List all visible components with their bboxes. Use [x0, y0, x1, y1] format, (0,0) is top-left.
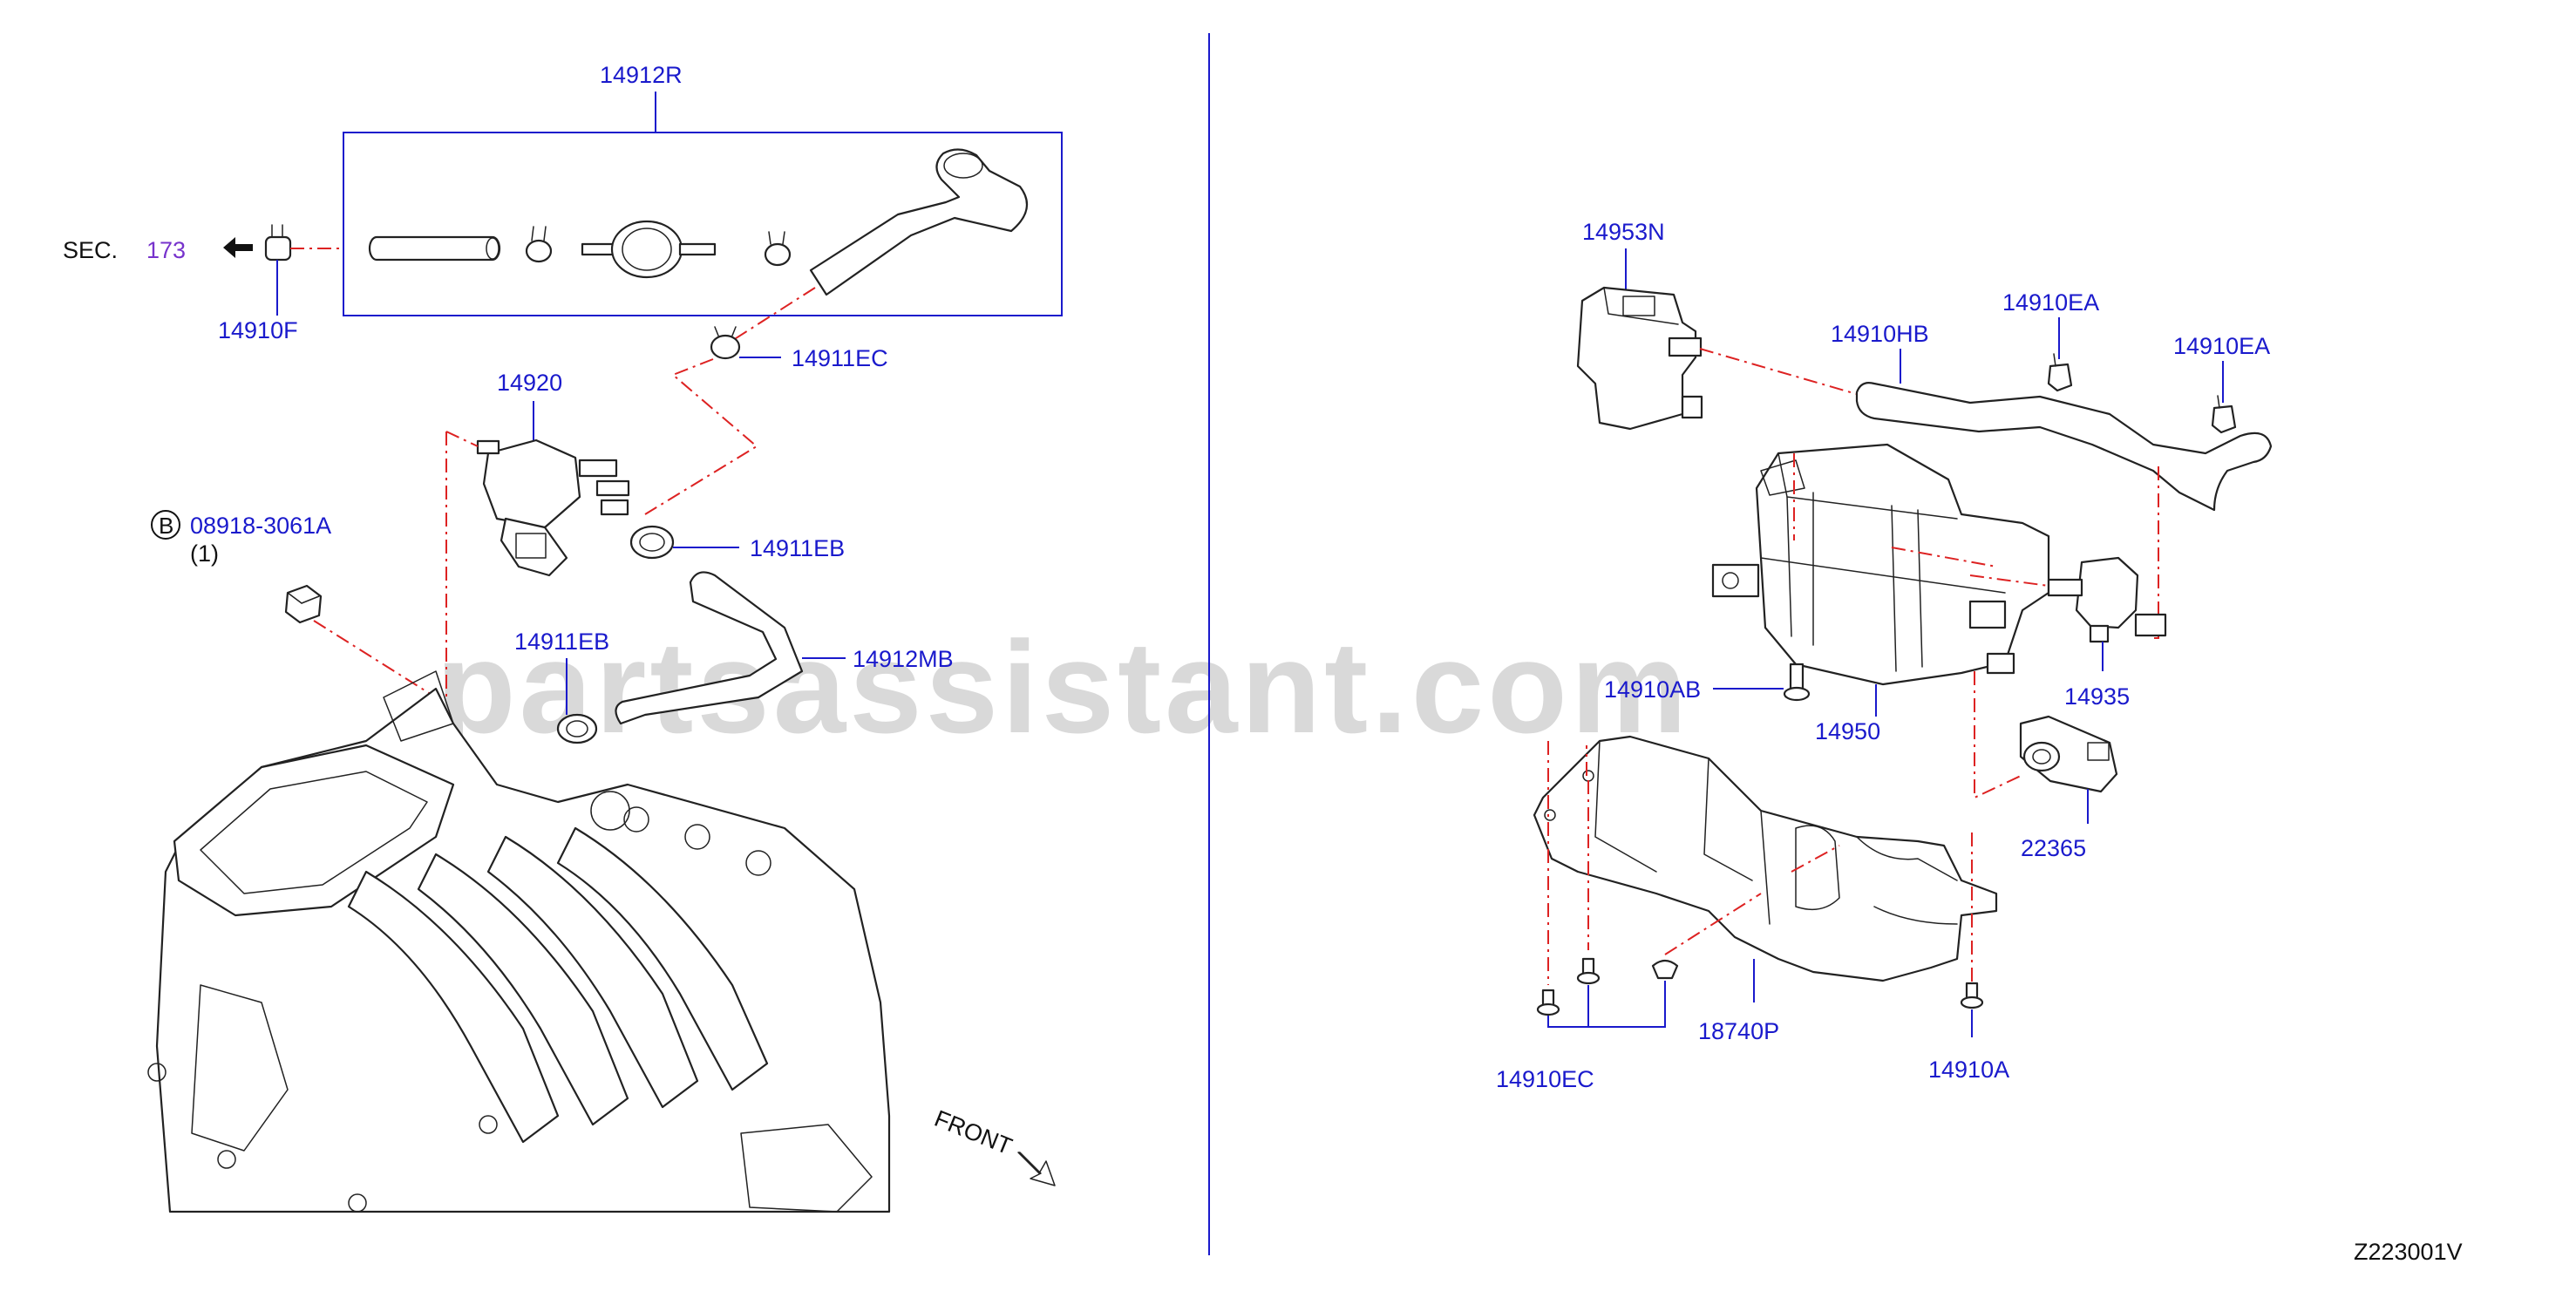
valve-14935 — [2047, 556, 2167, 643]
label-14912R[interactable]: 14912R — [600, 62, 683, 88]
fuel-filter — [581, 220, 717, 279]
filter-14953N — [1576, 286, 1703, 431]
hose-14910HB — [1855, 382, 2273, 512]
front-label: FRONT — [931, 1105, 1016, 1160]
leader-14910EC-bracket — [1547, 981, 1666, 1028]
clamp-14911EB-lower — [556, 713, 598, 744]
dash-18740P-clip — [1664, 893, 1762, 955]
label-14950[interactable]: 14950 — [1815, 718, 1880, 744]
label-14910EC[interactable]: 14910EC — [1496, 1066, 1594, 1092]
watermark: partsassistant.com — [436, 614, 1690, 760]
bolt-14910EC-b — [1576, 957, 1601, 985]
nut-08918-3061A — [284, 584, 323, 624]
clamp-14911EC — [710, 326, 741, 360]
dash-14953N — [1699, 348, 1866, 398]
label-14910EA-right[interactable]: 14910EA — [2173, 333, 2270, 359]
label-14911EB-lower[interactable]: 14911EB — [514, 629, 609, 655]
bolt-14910EC-a — [1536, 989, 1560, 1016]
dash-14935 — [1969, 574, 2049, 587]
section-arrow-icon — [223, 237, 253, 258]
bolt-quantity: (1) — [190, 540, 219, 567]
label-08918-3061A[interactable]: 08918-3061A — [190, 513, 331, 539]
clamp-14911EB-upper — [629, 525, 675, 560]
dash-14950-mid — [1891, 547, 1997, 567]
label-14911EC[interactable]: 14911EC — [792, 345, 888, 371]
bolt-symbol: B — [159, 513, 173, 539]
section-number[interactable]: 173 — [146, 237, 186, 263]
dash-18740P-mid — [1791, 845, 1840, 873]
label-14935[interactable]: 14935 — [2064, 683, 2130, 710]
label-14912MB[interactable]: 14912MB — [853, 646, 954, 672]
dash-14911EC-route — [644, 358, 758, 515]
label-14910HB[interactable]: 14910HB — [1831, 321, 1929, 347]
bolt-14910A — [1960, 982, 1984, 1009]
hose-long-bent — [809, 148, 1029, 296]
dash-22365 — [1974, 671, 2022, 799]
dash-14920-top — [445, 431, 479, 447]
clamp-14910EA-left — [2047, 353, 2073, 392]
label-18740P[interactable]: 18740P — [1698, 1018, 1779, 1044]
section-prefix: SEC. — [63, 237, 118, 263]
hose-kit-box — [343, 132, 1063, 316]
sensor-22365 — [2019, 715, 2118, 793]
diagram-code: Z223001V — [2354, 1239, 2463, 1265]
clip-14910EC — [1651, 959, 1679, 980]
label-14953N[interactable]: 14953N — [1582, 219, 1665, 245]
dash-14910HB-right — [2153, 466, 2159, 639]
label-14910F[interactable]: 14910F — [218, 317, 298, 343]
label-22365[interactable]: 22365 — [2021, 835, 2086, 861]
clamp-small-b — [764, 231, 792, 267]
hose-short — [368, 235, 501, 262]
dash-14911EC — [730, 287, 816, 343]
canister-14950 — [1711, 443, 2050, 686]
label-14911EB-upper[interactable]: 14911EB — [750, 535, 845, 561]
clamp-14910EA-right — [2211, 395, 2237, 434]
purge-valve-14920 — [476, 438, 630, 577]
label-14910EA-left[interactable]: 14910EA — [2002, 289, 2099, 316]
bracket-18740P — [1533, 735, 1998, 982]
front-arrow-icon — [1017, 1152, 1056, 1186]
label-14910A[interactable]: 14910A — [1928, 1057, 2009, 1083]
clamp-14910F — [264, 224, 292, 262]
label-14910AB[interactable]: 14910AB — [1604, 676, 1701, 703]
label-14920[interactable]: 14920 — [497, 370, 562, 396]
dash-bolt — [313, 620, 437, 698]
bolt-symbol-circle — [151, 510, 180, 540]
clamp-small-a — [525, 226, 553, 263]
bolt-14910AB — [1783, 663, 1811, 702]
engine-intake-manifold — [147, 670, 891, 1213]
hose-14912MB — [615, 571, 804, 725]
